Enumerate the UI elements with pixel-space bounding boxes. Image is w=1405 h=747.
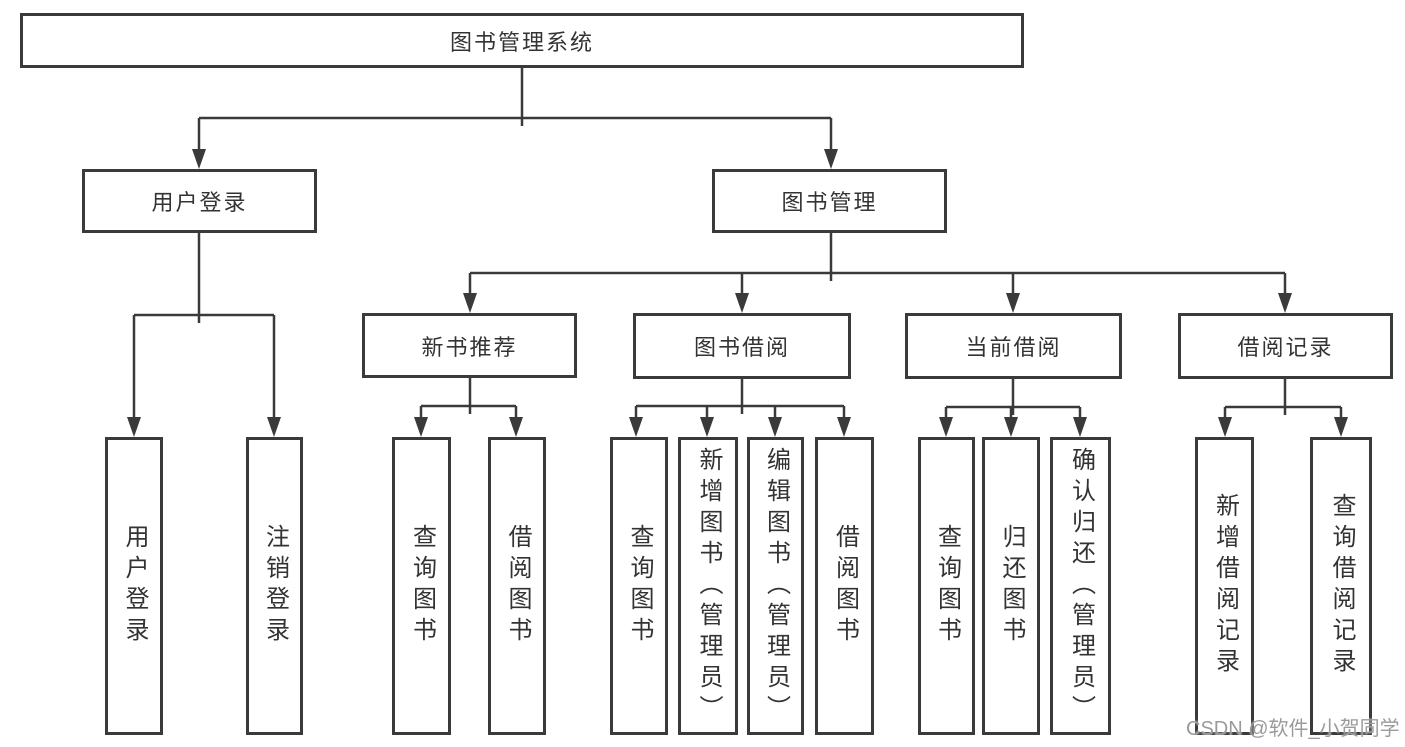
node-label: 图书管理 bbox=[781, 190, 878, 215]
leaf-bb-borrow-books: 借阅图书 bbox=[815, 437, 874, 735]
node-label: 借阅图书 bbox=[831, 524, 859, 648]
node-label: 新书推荐 bbox=[421, 334, 518, 360]
leaf-br-query-record: 查询借阅记录 bbox=[1310, 437, 1372, 735]
connector-book-management bbox=[463, 233, 1292, 313]
node-label: 图书管理系统 bbox=[449, 29, 594, 55]
leaf-cb-query-books: 查询图书 bbox=[918, 437, 975, 735]
node-current-borrowing: 当前借阅 bbox=[905, 313, 1122, 379]
connector-borrowing-records bbox=[1218, 379, 1348, 437]
node-label: 注销登录 bbox=[261, 524, 289, 648]
node-label: 确认归还（管理员） bbox=[1067, 446, 1095, 726]
node-label: 当前借阅 bbox=[965, 335, 1062, 360]
node-label: 编辑图书（管理员） bbox=[762, 446, 790, 726]
node-label: 查询图书 bbox=[626, 524, 653, 648]
node-label: 用户登录 bbox=[151, 190, 248, 215]
node-label: 新增借阅记录 bbox=[1211, 493, 1239, 679]
leaf-bb-add-books-admin: 新增图书（管理员） bbox=[678, 437, 738, 735]
node-label: 新增图书（管理员） bbox=[695, 446, 722, 726]
node-library-management-system: 图书管理系统 bbox=[20, 13, 1024, 68]
leaf-bb-query-books: 查询图书 bbox=[610, 437, 668, 735]
leaf-logout: 注销登录 bbox=[246, 437, 303, 735]
node-label: 用户登录 bbox=[121, 524, 148, 648]
node-new-book-recommend: 新书推荐 bbox=[362, 313, 577, 378]
node-label: 查询借阅记录 bbox=[1328, 493, 1355, 679]
node-label: 图书借阅 bbox=[693, 335, 790, 360]
node-label: 查询图书 bbox=[408, 524, 436, 648]
node-label: 查询图书 bbox=[933, 524, 961, 648]
connector-new-book-recommend bbox=[414, 377, 523, 437]
leaf-br-add-record: 新增借阅记录 bbox=[1195, 437, 1254, 735]
node-borrowing-records: 借阅记录 bbox=[1178, 313, 1393, 379]
csdn-watermark: CSDN @软件_小贺同学 bbox=[1186, 718, 1400, 740]
leaf-cb-return-books: 归还图书 bbox=[982, 437, 1040, 735]
connector-root bbox=[192, 68, 838, 169]
connector-user-login bbox=[127, 233, 281, 437]
node-label: 借阅记录 bbox=[1237, 335, 1334, 360]
leaf-bb-edit-books-admin: 编辑图书（管理员） bbox=[747, 437, 804, 735]
node-book-borrowing: 图书借阅 bbox=[633, 313, 851, 379]
leaf-nbr-borrow-books: 借阅图书 bbox=[488, 437, 546, 735]
node-label: 归还图书 bbox=[998, 524, 1025, 648]
node-book-management: 图书管理 bbox=[712, 169, 947, 233]
connector-book-borrowing bbox=[629, 379, 851, 437]
node-label: 借阅图书 bbox=[504, 524, 531, 648]
connector-current-borrowing bbox=[939, 379, 1087, 437]
leaf-cb-confirm-return-admin: 确认归还（管理员） bbox=[1050, 437, 1111, 735]
leaf-user-login: 用户登录 bbox=[105, 437, 163, 735]
leaf-nbr-query-books: 查询图书 bbox=[392, 437, 451, 735]
node-user-login: 用户登录 bbox=[82, 169, 317, 233]
